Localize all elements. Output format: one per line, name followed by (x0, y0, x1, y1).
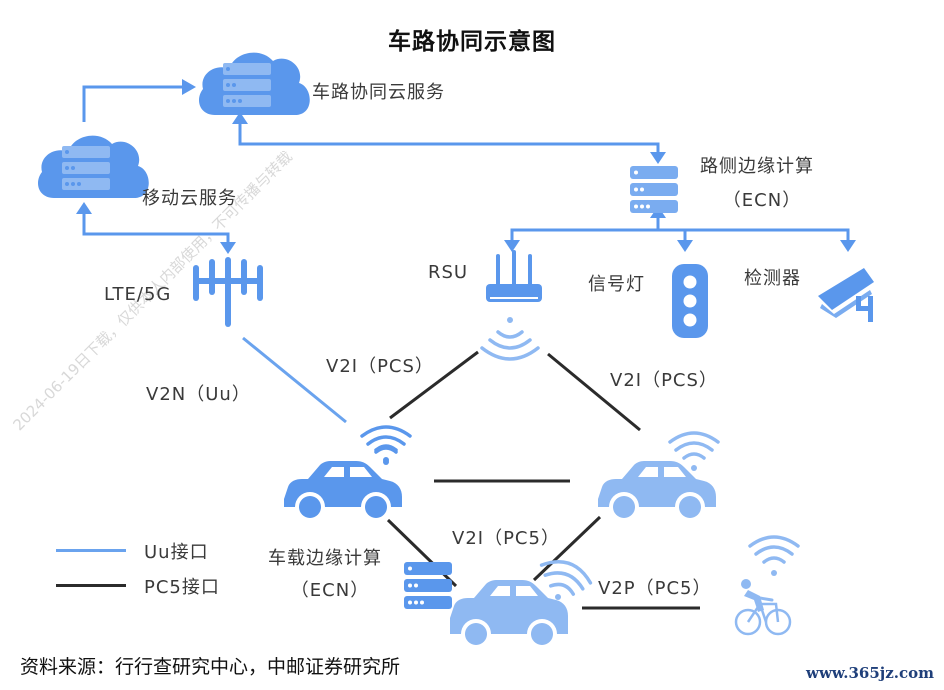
legend-swatch-uu (56, 549, 126, 552)
antenna-tower-icon (193, 257, 263, 327)
legend-label-pc5: PC5接口 (144, 577, 220, 598)
label-roadside-edge: 路侧边缘计算 (700, 156, 814, 177)
site-watermark: www.365jz.com (806, 664, 934, 682)
label-traffic-light: 信号灯 (588, 274, 645, 295)
label-link-v2n: V2N（Uu） (146, 384, 251, 405)
arrow-head-icon (220, 242, 236, 254)
arrow-head-icon (76, 202, 92, 214)
cloud-server-icon (38, 135, 149, 198)
arrow-head-icon (650, 152, 666, 164)
arrow-head-icon (677, 240, 693, 252)
diagram-title: 车路协同示意图 (388, 29, 556, 55)
label-mobile-cloud: 移动云服务 (142, 188, 237, 209)
label-rsu: RSU (428, 262, 469, 283)
arrow-head-icon (504, 240, 520, 252)
server-rack-icon (630, 166, 678, 213)
link-v2i-left (389, 350, 479, 420)
wireless-signal-icon (748, 535, 800, 576)
wireless-signal-icon (668, 431, 720, 471)
label-detector: 检测器 (744, 268, 801, 289)
traffic-light-icon (672, 264, 708, 338)
car-icon (598, 461, 716, 522)
cloud-server-icon (199, 52, 310, 115)
label-roadside-edge-ecn: （ECN） (722, 190, 802, 211)
label-vehicle-edge-ecn: （ECN） (290, 580, 370, 601)
legend-swatch-pc5 (56, 584, 126, 587)
label-vehicle-edge: 车载边缘计算 (268, 548, 382, 569)
surveillance-camera-icon (818, 268, 874, 322)
wireless-signal-icon (539, 560, 593, 600)
label-link-v2i-bottom: V2I（PC5） (452, 528, 560, 549)
arrow-head-icon (840, 240, 856, 252)
car-icon (284, 461, 402, 522)
connector-edge-to-v2x-cloud (238, 124, 660, 152)
connector-mobile-to-tower (82, 214, 230, 242)
car-icon (450, 580, 568, 649)
label-link-v2i-left: V2I（PCS） (326, 356, 434, 377)
source-caption: 资料来源：行行查研究中心，中邮证券研究所 (20, 656, 401, 678)
arrow-head-icon (182, 79, 196, 95)
wireless-signal-icon (360, 425, 412, 465)
connector-mobile-to-v2x-cloud (82, 85, 182, 122)
label-base-station: LTE/5G (104, 284, 172, 305)
arrow-head-icon (232, 112, 248, 124)
link-v2v-right-bottom (532, 515, 602, 582)
server-rack-icon (404, 562, 452, 609)
wireless-signal-icon (480, 317, 540, 361)
label-v2x-cloud: 车路协同云服务 (312, 82, 445, 103)
pc5-links (386, 350, 700, 610)
label-link-v2p: V2P（PC5） (598, 578, 712, 599)
link-v2i-right (547, 352, 641, 432)
connector-edge-to-devices (510, 216, 850, 240)
link-v2n-uu (242, 336, 347, 424)
legend-label-uu: Uu接口 (144, 542, 209, 563)
link-v2v-left-bottom (386, 518, 458, 588)
router-icon (486, 250, 542, 302)
cyclist-icon (734, 579, 792, 636)
label-link-v2i-right: V2I（PCS） (610, 370, 718, 391)
